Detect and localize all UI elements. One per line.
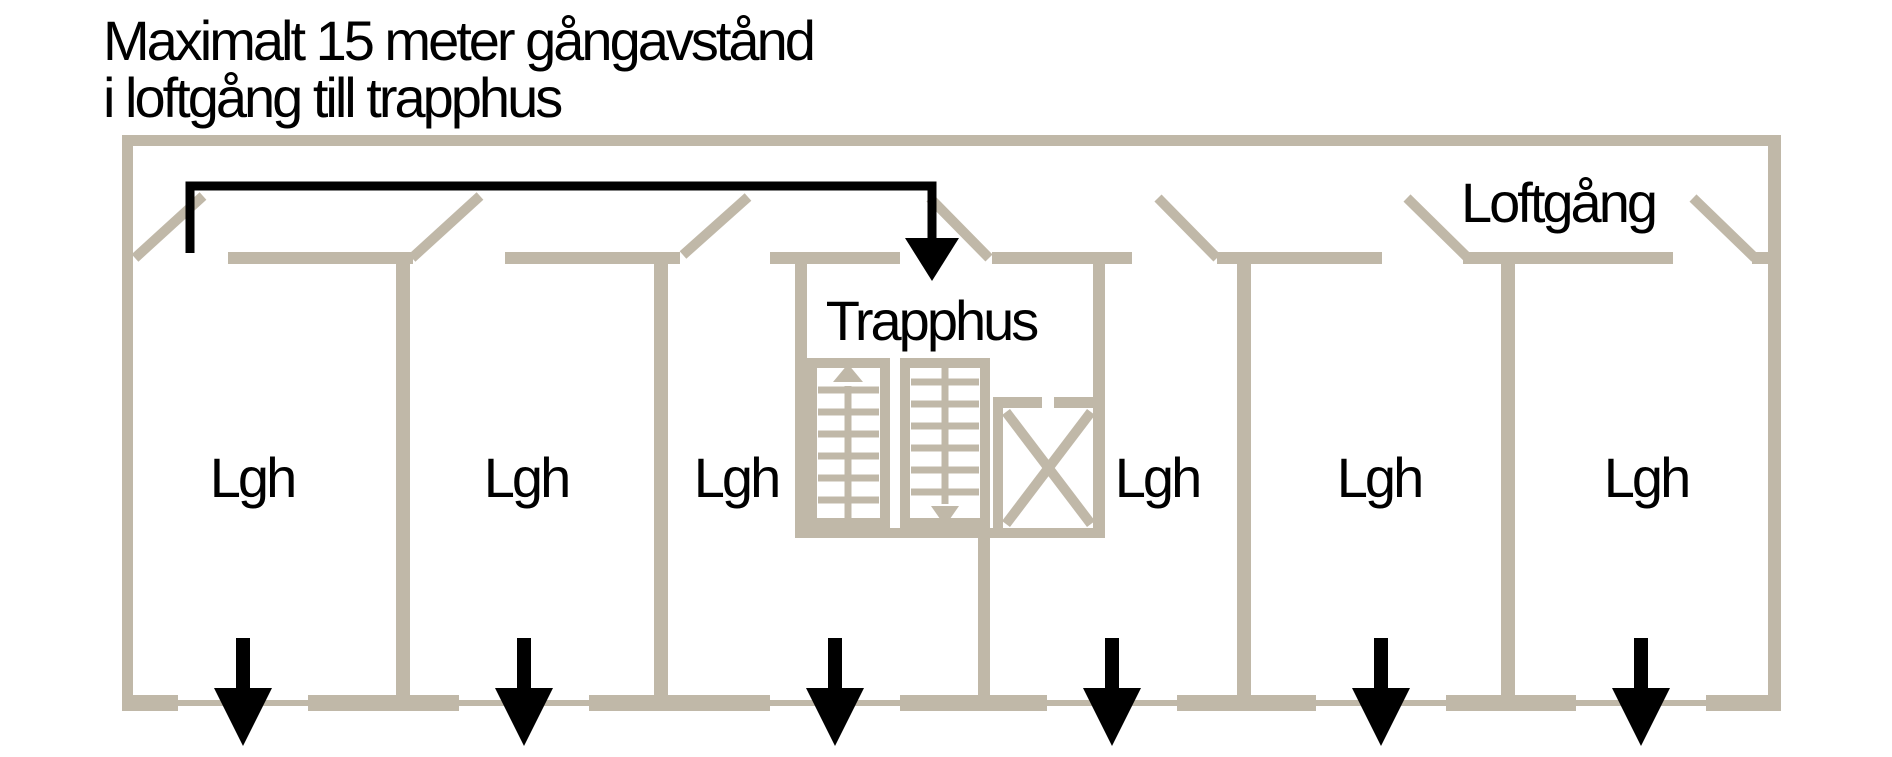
corridor-wall-segment [992,252,1132,264]
corridor-wall [228,252,1768,264]
exit-arrow-icon [806,638,864,746]
apartment-label: Lgh [209,446,297,509]
corridor-wall-segment [1463,252,1673,264]
elevator-shaft [993,397,1095,528]
stair-flight-up [807,358,890,528]
diagram-title-line2: i loftgång till trapphus [103,66,563,129]
diagram-title: Maximalt 15 meter gångavstånd i loftgång… [103,9,816,129]
below-stairwell-wall [978,538,990,695]
door-leaf-line [1154,194,1221,262]
diagram-title-line1: Maximalt 15 meter gångavstånd [103,9,816,72]
apartment-label: Lgh [693,446,781,509]
stairwell [795,263,1105,695]
apartment-label: Lgh [1114,446,1202,509]
distance-path [185,181,959,281]
stairwell-wall-bottom [795,528,1105,538]
exit-arrow-icon [1352,638,1410,746]
stair-flight-border [807,358,890,528]
outer-wall-top [122,135,1781,146]
apartment-partition-wall [654,263,668,695]
stair-down-arrow-icon [931,506,959,526]
distance-path-line [185,181,937,253]
outer-wall-bottom-segment [122,695,178,711]
outer-wall-bottom-segment [1177,695,1316,711]
outer-wall-bottom [122,695,1781,711]
elevator-wall-top-left [993,397,1042,408]
elevator-x-line [1002,408,1095,528]
apartment-partition-wall [1501,263,1515,695]
partition-walls [396,263,1515,695]
outer-wall-bottom-segment [1706,695,1781,711]
stair-flight-down [900,358,990,528]
outer-wall-right [1768,135,1781,711]
elevator-x-icon [1002,408,1095,528]
corridor-label: Loftgång [1461,171,1658,234]
exit-arrows [214,638,1670,746]
exit-arrow-icon [495,638,553,746]
corridor-wall-segment [770,252,900,264]
stairwell-wall-right [1093,263,1105,538]
stairwell-label: Trapphus [825,289,1039,352]
exit-arrow-icon [1083,638,1141,746]
outer-wall-bottom-segment [900,695,1047,711]
stairwell-door-leaf-line [926,194,993,262]
elevator-wall-left [993,408,1003,528]
outer-wall-bottom-segment [1446,695,1576,711]
apartment-label: Lgh [483,446,571,509]
corridor-wall-segment [1217,252,1382,264]
stair-up-arrow-icon [833,364,863,382]
outer-wall-bottom-segment [589,695,770,711]
corridor-wall-segment [505,252,680,264]
apartment-partition-wall [1237,263,1251,695]
apartment-partition-wall [396,263,410,695]
outer-wall-left [122,135,133,711]
corridor-wall-segment [228,252,413,264]
stairwell-wall-left [795,263,807,538]
distance-path-arrowhead-icon [905,238,959,281]
apartment-label: Lgh [1603,446,1691,509]
elevator-wall-top-right [1054,397,1095,408]
door-leaf-line [1403,194,1472,262]
door-leaf-line [1689,194,1759,262]
outer-walls [122,135,1781,711]
apartment-label: Lgh [1336,446,1424,509]
outer-wall-bottom-segment [308,695,459,711]
door-leaves [131,192,1759,262]
door-leaf-line [679,193,752,259]
door-leaf-line [408,192,484,262]
exit-arrow-icon [1612,638,1670,746]
exit-arrow-icon [214,638,272,746]
